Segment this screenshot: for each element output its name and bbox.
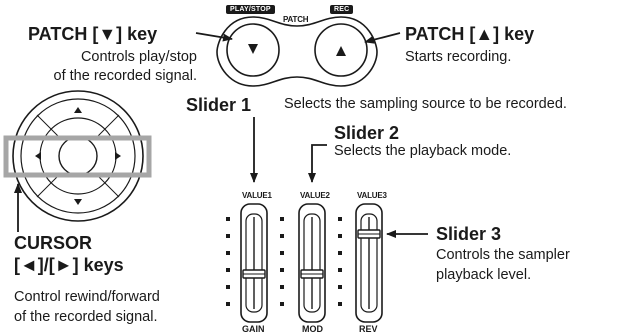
cursor-desc-line-2: of the recorded signal. — [14, 309, 158, 325]
patch-up-arrow — [364, 32, 401, 44]
patch-down-title: PATCH [▼] key — [28, 24, 158, 44]
rec-tag: REC — [330, 5, 354, 14]
patch-down-key[interactable] — [226, 23, 280, 77]
slider-1-desc: Selects the sampling source to be record… — [284, 96, 567, 112]
slider-2-value-label: VALUE2 — [300, 191, 330, 200]
cursor-up-icon[interactable] — [74, 107, 82, 113]
slider-3-title: Slider 3 — [436, 224, 502, 244]
slider-3-rev-label: REV — [359, 324, 378, 334]
slider-2-arrow — [308, 144, 327, 183]
slider-3-desc-line-1: Controls the sampler — [436, 247, 570, 263]
patch-tag: PATCH — [283, 15, 309, 24]
slider-1[interactable] — [240, 203, 268, 323]
patch-up-title: PATCH [▲] key — [405, 24, 535, 44]
cursor-left-icon[interactable] — [35, 152, 41, 160]
patch-down-desc-line-1: Controls play/stop — [80, 49, 197, 65]
cursor-desc-line-1: Control rewind/forward — [14, 289, 160, 305]
patch-key-panel — [216, 16, 378, 87]
slider-2-mod-label: MOD — [302, 324, 323, 334]
patch-up-key[interactable] — [314, 23, 368, 77]
slider-1-value-label: VALUE1 — [242, 191, 272, 200]
triangle-up-icon — [336, 46, 346, 56]
slider-1-title: Slider 1 — [186, 95, 252, 115]
cursor-right-icon[interactable] — [115, 152, 121, 160]
patch-up-desc: Starts recording. — [405, 49, 512, 65]
cursor-title-line-1: CURSOR — [14, 233, 93, 253]
slider-2-desc: Selects the playback mode. — [334, 143, 512, 159]
cursor-down-icon[interactable] — [74, 199, 82, 205]
triangle-down-icon — [248, 44, 258, 54]
play-stop-tag: PLAY/STOP — [226, 5, 275, 14]
cursor-highlight-box — [3, 135, 152, 178]
slider-3-desc-line-2: playback level. — [436, 267, 532, 283]
patch-down-desc-line-2: of the recorded signal. — [53, 68, 197, 84]
slider-3-value-label: VALUE3 — [357, 191, 387, 200]
slider-2[interactable] — [298, 203, 326, 323]
slider-2-title: Slider 2 — [334, 123, 400, 143]
slider-scale-marks — [226, 217, 342, 306]
patch-key-housing — [216, 16, 378, 87]
slider-3[interactable] — [355, 203, 383, 323]
cursor-title-line-2: [◄]/[►] keys — [14, 255, 124, 275]
patch-down-arrow — [195, 32, 233, 42]
slider-1-gain-label: GAIN — [242, 324, 265, 334]
